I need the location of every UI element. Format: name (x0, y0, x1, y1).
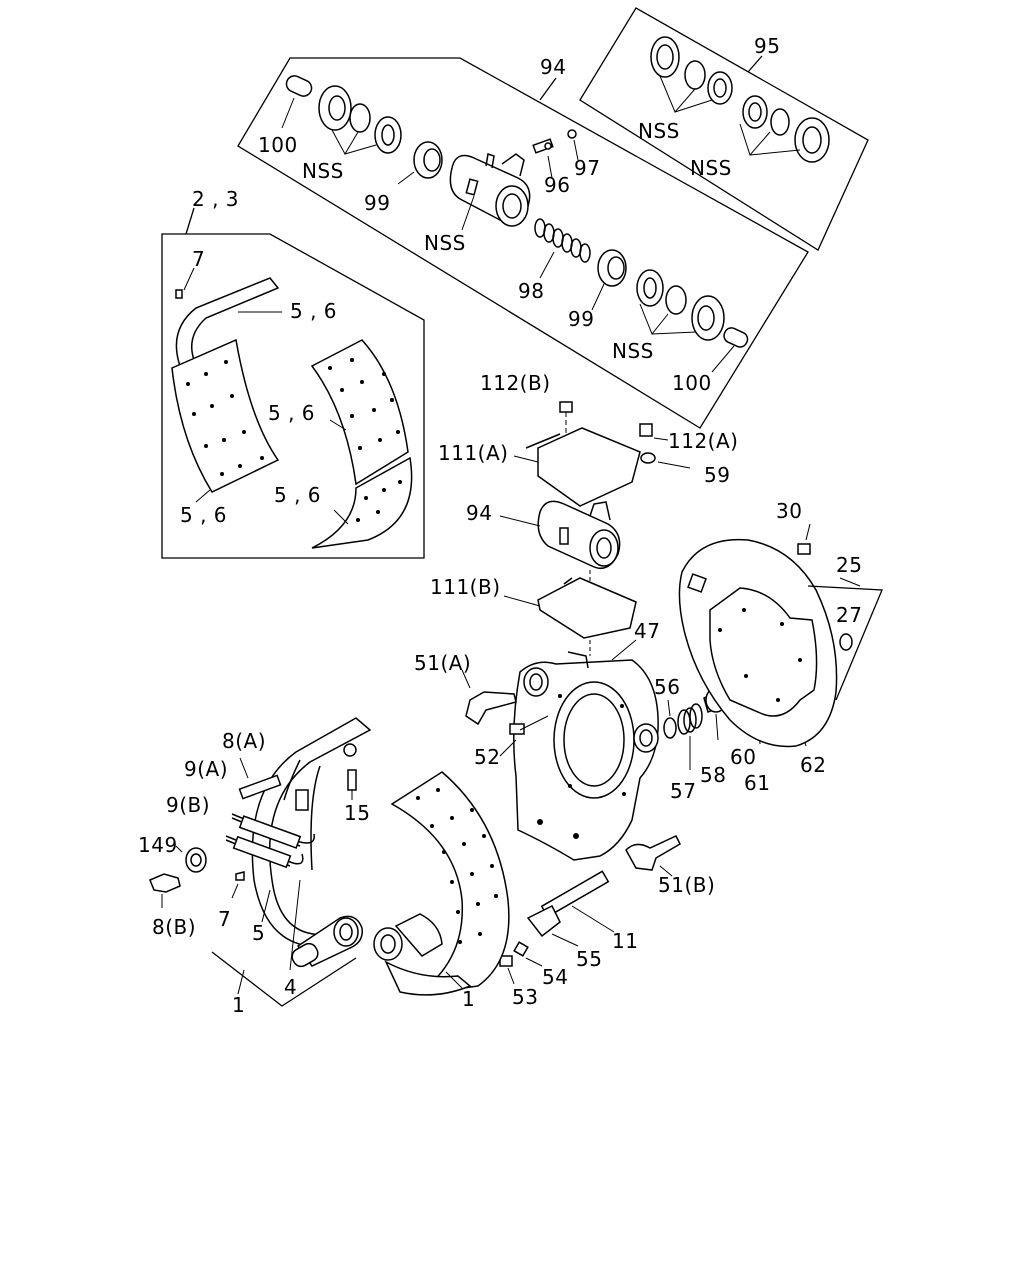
label-58: 58 (700, 763, 726, 787)
label-95: 95 (754, 34, 780, 58)
label-51b: 51(B) (658, 873, 715, 897)
label-8b: 8(B) (152, 915, 196, 939)
label-5-6-c: 5 , 6 (274, 483, 321, 507)
central-assembly (461, 401, 807, 985)
wheel-cylinder-kit-group (237, 7, 869, 429)
label-15: 15 (344, 801, 370, 825)
label-112b: 112(B) (480, 371, 551, 395)
anchor-bracket-47 (513, 639, 659, 861)
label-30: 30 (776, 499, 802, 523)
label-94-top: 94 (540, 55, 566, 79)
label-62: 62 (800, 753, 826, 777)
label-7-top: 7 (192, 247, 205, 271)
seal-kit-95 (650, 36, 830, 163)
label-57: 57 (670, 779, 696, 803)
wheel-cylinder-internal-parts (281, 75, 749, 373)
label-5-6-a: 5 , 6 (290, 299, 337, 323)
label-59: 59 (704, 463, 730, 487)
label-99-a: 99 (364, 191, 390, 215)
label-nss-5: NSS (612, 339, 654, 363)
label-53: 53 (512, 985, 538, 1009)
label-94-mid: 94 (466, 501, 492, 525)
spring-98 (534, 218, 591, 263)
label-97: 97 (574, 156, 600, 180)
label-149: 149 (138, 833, 178, 857)
label-98: 98 (518, 279, 544, 303)
group-2-3-outline (161, 233, 425, 559)
label-47: 47 (634, 619, 660, 643)
dust-shield-25 (678, 523, 883, 748)
label-100-top: 100 (258, 133, 298, 157)
label-96: 96 (544, 173, 570, 197)
label-51a: 51(A) (414, 651, 471, 675)
label-1-right: 1 (462, 987, 475, 1011)
brake-shoe-assembly (149, 717, 510, 1007)
label-5-6-d: 5 , 6 (180, 503, 227, 527)
label-nss-1: NSS (302, 159, 344, 183)
part-number-labels: 94 95 100 NSS NSS NSS NSS NSS 99 99 96 9… (138, 34, 862, 1017)
group-94-outline (237, 57, 809, 429)
label-4: 4 (284, 975, 297, 999)
label-111a: 111(A) (438, 441, 508, 465)
label-55: 55 (576, 947, 602, 971)
label-25: 25 (836, 553, 862, 577)
label-100-bottom: 100 (672, 371, 712, 395)
label-54: 54 (542, 965, 568, 989)
label-112a: 112(A) (668, 429, 738, 453)
label-1-left: 1 (232, 993, 245, 1017)
label-9b: 9(B) (166, 793, 210, 817)
shoe-lining-kit-box (161, 207, 425, 559)
label-9a: 9(A) (184, 757, 228, 781)
label-11: 11 (612, 929, 638, 953)
label-7-bottom: 7 (218, 907, 231, 931)
label-99-b: 99 (568, 307, 594, 331)
label-nss-4: NSS (424, 231, 466, 255)
label-nss-2: NSS (638, 119, 680, 143)
label-111b: 111(B) (430, 575, 501, 599)
label-5: 5 (252, 921, 265, 945)
label-60: 60 (730, 745, 756, 769)
label-nss-3: NSS (690, 156, 732, 180)
label-61: 61 (744, 771, 770, 795)
label-5-6-b: 5 , 6 (268, 401, 315, 425)
label-8a: 8(A) (222, 729, 266, 753)
group-95-outline (579, 7, 869, 251)
label-52: 52 (474, 745, 500, 769)
label-56: 56 (654, 675, 680, 699)
label-2-3: 2 , 3 (192, 187, 239, 211)
label-27: 27 (836, 603, 862, 627)
